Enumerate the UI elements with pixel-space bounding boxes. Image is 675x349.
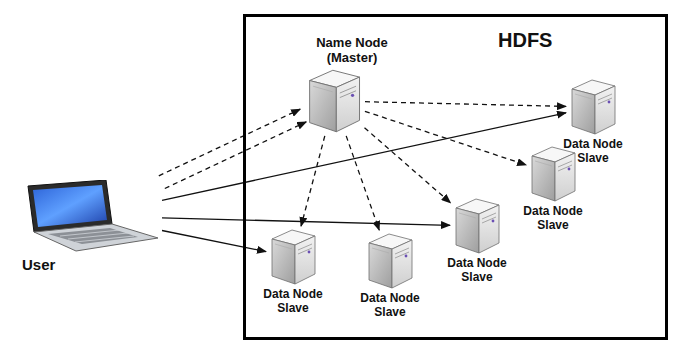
data-node-server: Data Node Slave (568, 78, 618, 136)
data-node-server: Data Node Slave (452, 197, 502, 255)
data-arrow (162, 218, 450, 225)
data-arrow (162, 113, 566, 201)
control-arrow (159, 109, 300, 176)
laptop-icon (20, 180, 160, 252)
node-label: Name Node (Master) (310, 35, 394, 66)
node-label: Data Node Slave (257, 288, 329, 316)
node-label: Data Node Slave (441, 257, 513, 285)
server-icon (528, 145, 578, 203)
data-node-server: Data Node Slave (528, 145, 578, 203)
data-node-server: Data Node Slave (268, 228, 318, 286)
server-icon (268, 228, 318, 286)
node-label: Data Node Slave (354, 292, 426, 320)
control-arrow (365, 128, 451, 203)
node-label: Data Node Slave (517, 205, 589, 233)
server-icon (452, 197, 502, 255)
node-label: User (22, 256, 55, 273)
control-arrow (301, 136, 325, 226)
data-arrow (162, 231, 266, 252)
control-arrow (346, 136, 379, 230)
control-arrow (365, 111, 526, 165)
server-icon (305, 68, 363, 134)
name-node-server: Name Node (Master) (305, 68, 363, 134)
user-laptop: User (20, 180, 160, 252)
cluster-title: HDFS (498, 29, 552, 52)
server-icon (568, 78, 618, 136)
server-icon (365, 232, 415, 290)
data-node-server: Data Node Slave (365, 232, 415, 290)
control-arrow (365, 102, 566, 107)
control-arrow (165, 122, 306, 189)
hdfs-cluster: HDFSName Node (Master)Data Node SlaveDat… (243, 14, 668, 340)
